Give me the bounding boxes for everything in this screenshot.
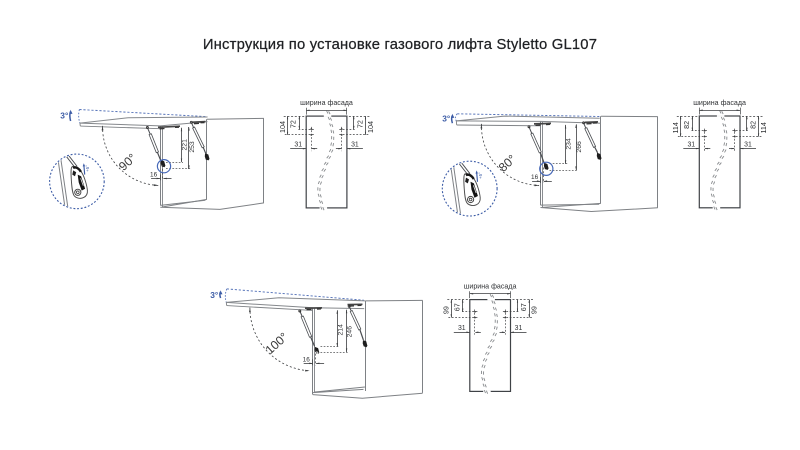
svg-text:16: 16 (531, 174, 539, 181)
svg-text:99: 99 (442, 306, 451, 314)
svg-text:ширина фасада: ширина фасада (693, 99, 746, 107)
svg-text:253: 253 (189, 141, 196, 153)
svg-text:31: 31 (351, 142, 359, 149)
svg-text:67: 67 (452, 303, 461, 311)
svg-text:16: 16 (303, 357, 311, 364)
svg-text:82: 82 (749, 121, 758, 129)
svg-text:31: 31 (515, 325, 523, 332)
svg-text:31: 31 (458, 325, 466, 332)
svg-text:3°: 3° (442, 114, 450, 124)
svg-text:99: 99 (530, 306, 539, 314)
svg-text:221: 221 (182, 139, 189, 151)
svg-text:82: 82 (682, 121, 691, 129)
svg-text:+5°: +5° (85, 165, 90, 172)
svg-text:114: 114 (671, 122, 680, 133)
svg-text:16: 16 (150, 171, 158, 178)
svg-text:3°: 3° (60, 110, 68, 120)
svg-text:214: 214 (337, 324, 344, 336)
svg-text:67: 67 (519, 303, 528, 311)
svg-text:3°: 3° (210, 290, 218, 300)
svg-text:104: 104 (366, 121, 375, 133)
svg-text:31: 31 (687, 142, 695, 149)
svg-text:ширина фасада: ширина фасада (464, 283, 517, 291)
svg-text:31: 31 (294, 142, 302, 149)
svg-text:+5°: +5° (478, 172, 483, 179)
svg-text:72: 72 (355, 120, 364, 128)
svg-text:31: 31 (744, 142, 752, 149)
svg-text:234: 234 (566, 138, 573, 150)
svg-text:104: 104 (278, 121, 287, 133)
svg-text:ширина фасада: ширина фасада (300, 99, 353, 107)
svg-text:114: 114 (759, 122, 768, 133)
svg-text:72: 72 (289, 120, 298, 128)
svg-text:266: 266 (576, 141, 583, 153)
svg-text:246: 246 (347, 326, 354, 338)
svg-text:Инструкция по установке газов: Инструкция по установке газового лифта S… (203, 37, 597, 53)
